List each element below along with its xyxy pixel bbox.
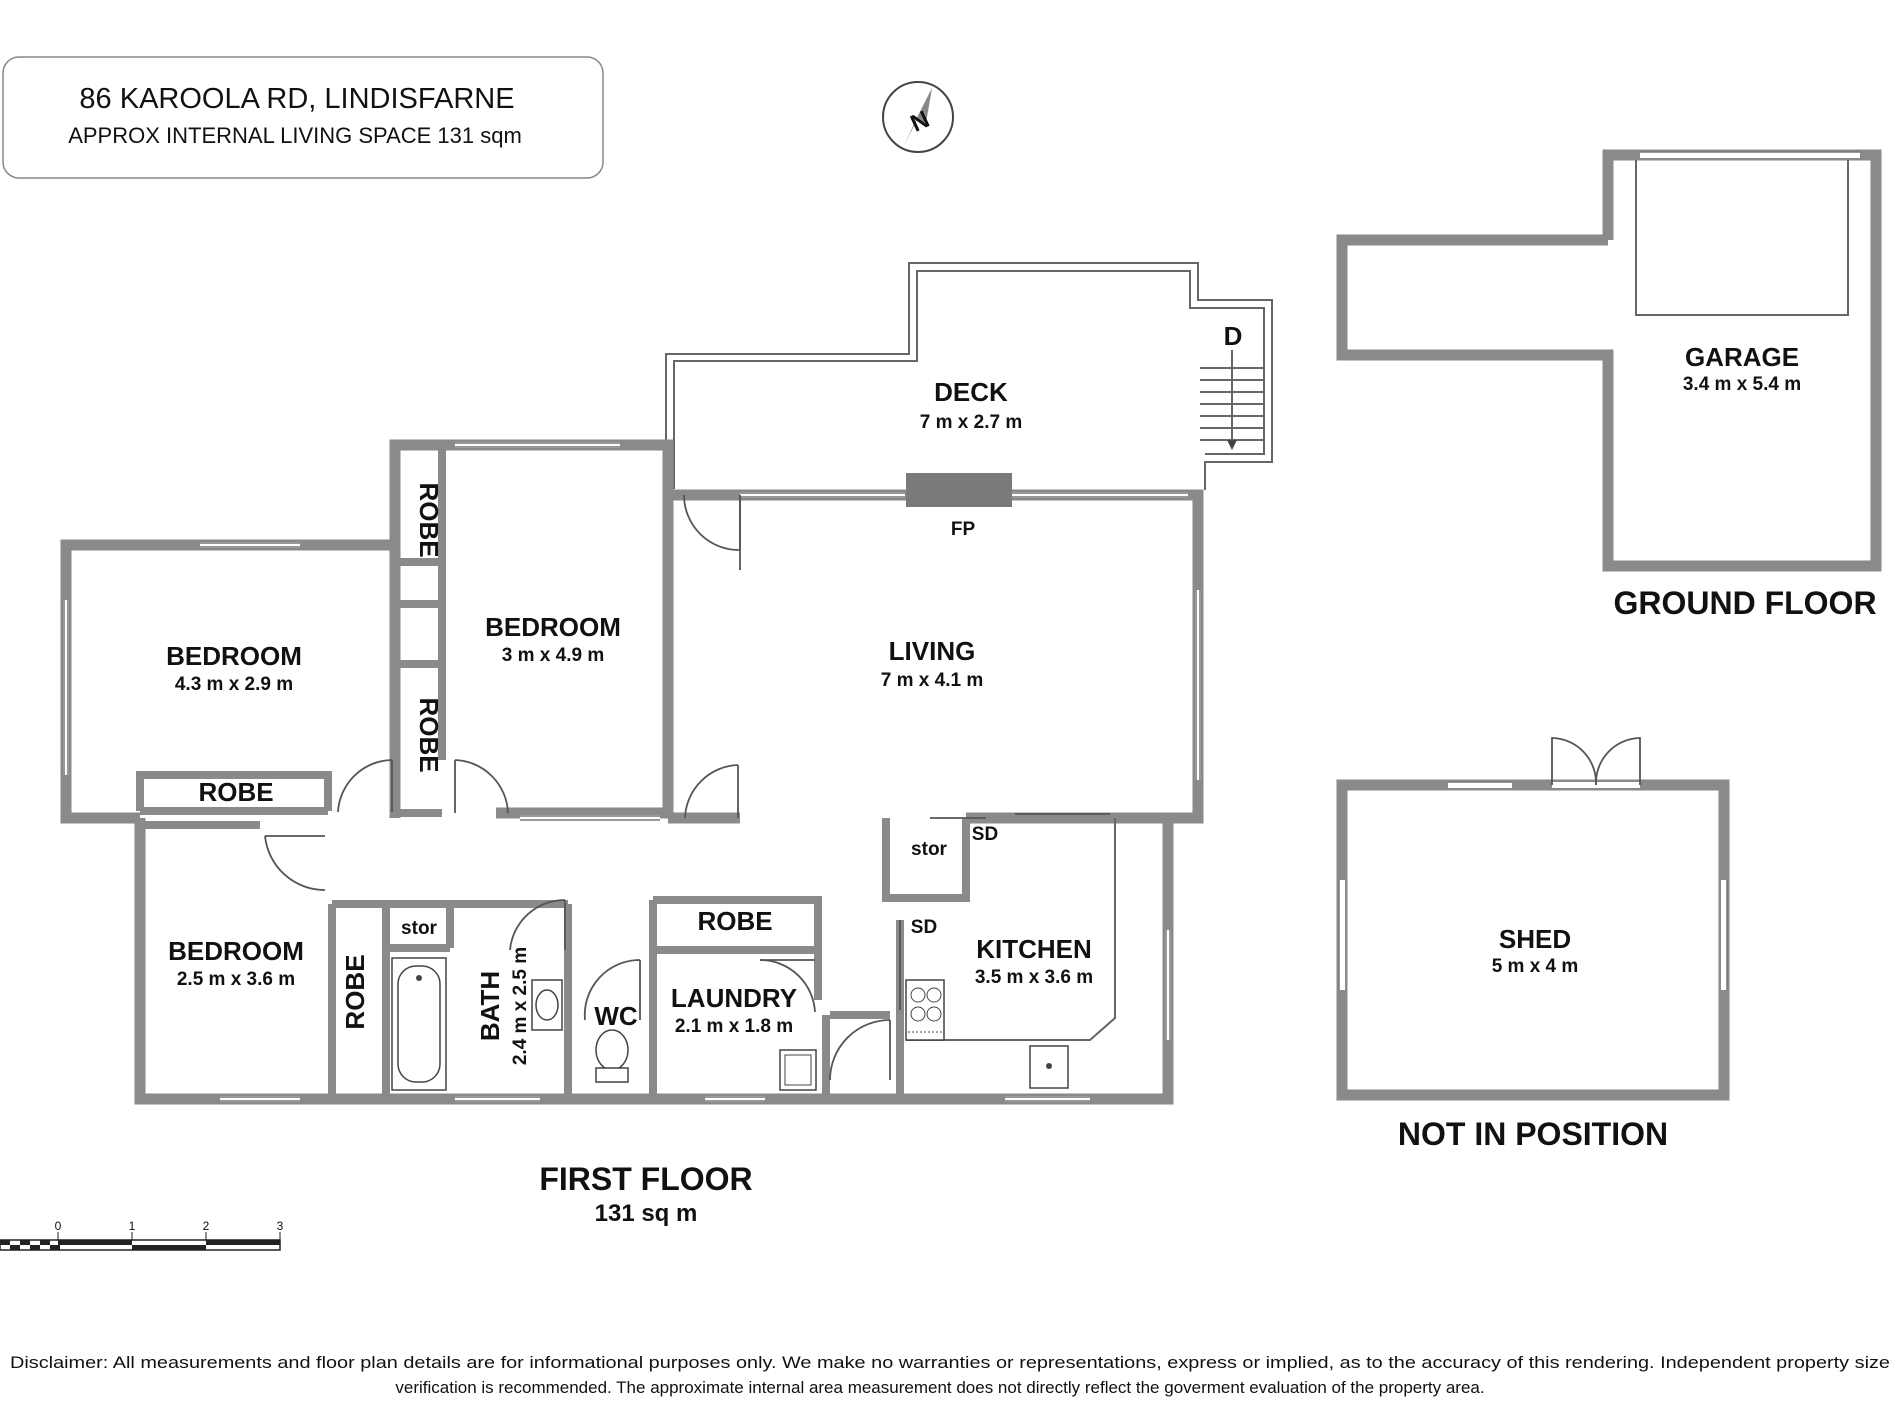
disclaimer-line-1: Disclaimer: All measurements and floor p… <box>10 1353 1890 1372</box>
ground-floor-title: GROUND FLOOR <box>1613 585 1876 621</box>
sd-label-1: SD <box>972 824 998 845</box>
bath-label: BATH <box>475 971 505 1041</box>
scale-tick-0: 0 <box>55 1219 62 1233</box>
living-dims: 7 m x 4.1 m <box>881 670 983 691</box>
living-label: LIVING <box>889 636 976 666</box>
windows <box>63 442 1201 1102</box>
bedroom-centre-dims: 3 m x 4.9 m <box>502 645 604 666</box>
first-floor-title: FIRST FLOOR <box>539 1161 752 1197</box>
garage-label: GARAGE <box>1685 342 1799 372</box>
ground-floor-plan: GARAGE 3.4 m x 5.4 m GROUND FLOOR <box>1336 149 1882 621</box>
laundry-label: LAUNDRY <box>671 983 797 1013</box>
robe-bath-label: ROBE <box>340 954 370 1029</box>
shed-dims: 5 m x 4 m <box>1492 956 1579 977</box>
laundry-tub-icon <box>779 1049 817 1091</box>
bedroom-left-dims: 4.3 m x 2.9 m <box>175 674 293 695</box>
garage-dims: 3.4 m x 5.4 m <box>1683 374 1801 395</box>
bedroom-centre-label: BEDROOM <box>485 612 621 642</box>
address-text: 86 KAROOLA RD, LINDISFARNE <box>79 83 514 115</box>
scale-bar: 0 1 2 3 <box>0 1219 284 1251</box>
header-box: 86 KAROOLA RD, LINDISFARNE APPROX INTERN… <box>2 56 604 179</box>
deck-dims: 7 m x 2.7 m <box>920 412 1022 433</box>
stor-bath-label: stor <box>401 918 438 939</box>
robe-top-a-label: ROBE <box>414 482 444 557</box>
kitchen-label: KITCHEN <box>976 934 1092 964</box>
kitchen-fixtures <box>905 818 1116 1089</box>
toilet-icon <box>595 1029 629 1083</box>
scale-tick-2: 2 <box>203 1219 210 1233</box>
first-floor-labels: DECK 7 m x 2.7 m FP D LIVING 7 m x 4.1 m… <box>166 321 1242 1065</box>
first-floor-area: 131 sq m <box>595 1200 698 1227</box>
bath-fixtures <box>391 957 817 1091</box>
wc-label: WC <box>594 1001 638 1031</box>
robe-top-b-label: ROBE <box>414 697 444 772</box>
cooktop-icon <box>905 979 945 1041</box>
bath-dims: 2.4 m x 2.5 m <box>510 947 531 1065</box>
deck-stairs <box>1200 350 1264 450</box>
deck <box>665 262 1273 490</box>
fireplace <box>906 473 1012 507</box>
shed-note: NOT IN POSITION <box>1398 1116 1668 1152</box>
bedroom-bottom-label: BEDROOM <box>168 936 304 966</box>
bathtub-icon <box>391 957 447 1091</box>
doors <box>264 494 1110 1081</box>
kitchen-dims: 3.5 m x 3.6 m <box>975 967 1093 988</box>
bedroom-bottom-dims: 2.5 m x 3.6 m <box>177 969 295 990</box>
scale-tick-3: 3 <box>277 1219 284 1233</box>
stairs-down-label: D <box>1224 321 1243 351</box>
first-floor-plan: DECK 7 m x 2.7 m FP D LIVING 7 m x 4.1 m… <box>60 262 1273 1227</box>
robe-laundry-label: ROBE <box>697 906 772 936</box>
disclaimer: Disclaimer: All measurements and floor p… <box>10 1353 1890 1397</box>
laundry-dims: 2.1 m x 1.8 m <box>675 1016 793 1037</box>
disclaimer-line-2: verification is recommended. The approxi… <box>395 1378 1484 1397</box>
stor-hall-label: stor <box>911 839 948 860</box>
shed-label: SHED <box>1499 924 1571 954</box>
kitchen-sink-icon <box>1029 1045 1069 1089</box>
compass-north-icon: N <box>882 81 954 153</box>
scale-tick-1: 1 <box>129 1219 136 1233</box>
shed-plan: SHED 5 m x 4 m NOT IN POSITION <box>1336 737 1730 1152</box>
bedroom-left-label: BEDROOM <box>166 641 302 671</box>
deck-label: DECK <box>934 377 1008 407</box>
sd-label-2: SD <box>911 917 937 938</box>
basin-icon <box>531 979 563 1031</box>
robe-left-label: ROBE <box>198 777 273 807</box>
fp-label: FP <box>951 519 976 540</box>
living-space-text: APPROX INTERNAL LIVING SPACE 131 sqm <box>68 123 522 148</box>
